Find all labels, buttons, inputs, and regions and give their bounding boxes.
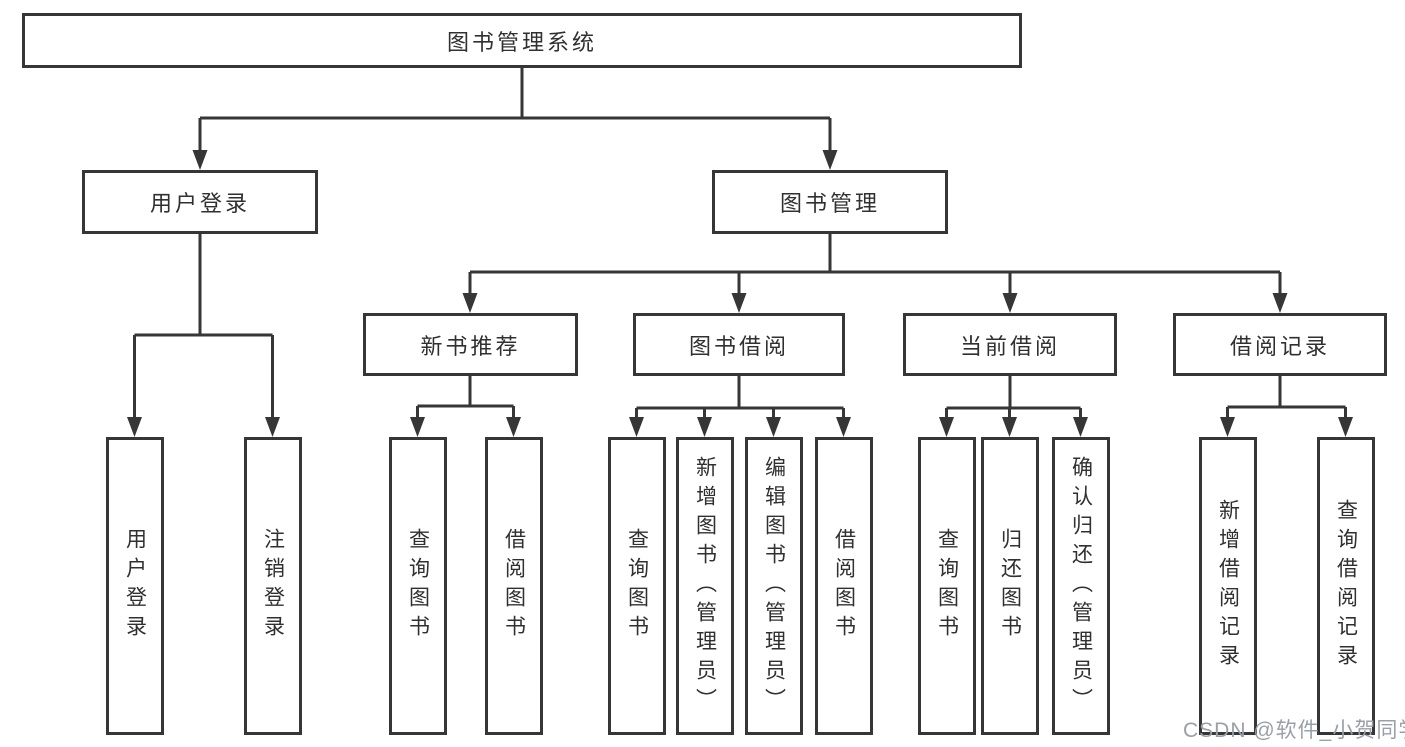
leaf-borrow-books-recommend-label: 借阅图书 <box>502 528 526 644</box>
leaf-query-books-borrow: 查询图书 <box>608 437 666 735</box>
leaf-query-books-current: 查询图书 <box>918 437 976 735</box>
leaf-borrow-books-borrow: 借阅图书 <box>815 437 873 735</box>
leaf-return-book: 归还图书 <box>981 437 1039 735</box>
node-new-book-recommend: 新书推荐 <box>363 313 578 376</box>
connector-new-book-children <box>410 376 521 437</box>
leaf-add-book-admin-label: 新增图书（管理员） <box>693 455 717 717</box>
leaf-borrow-books-recommend: 借阅图书 <box>485 437 543 735</box>
connector-borrow-records-children <box>1220 376 1353 437</box>
leaf-edit-book-admin-label: 编辑图书（管理员） <box>762 455 786 717</box>
leaf-confirm-return-admin: 确认归还（管理员） <box>1052 437 1110 735</box>
leaf-logout-label: 注销登录 <box>261 528 285 644</box>
node-book-borrow-label: 图书借阅 <box>688 333 789 359</box>
leaf-add-borrow-record-label: 新增借阅记录 <box>1216 499 1240 673</box>
node-book-management-label: 图书管理 <box>779 191 880 216</box>
node-borrow-records: 借阅记录 <box>1173 313 1387 376</box>
connector-user-login-children <box>127 234 280 437</box>
node-root: 图书管理系统 <box>22 13 1022 68</box>
leaf-query-books-current-label: 查询图书 <box>935 528 959 644</box>
leaf-query-books-recommend-label: 查询图书 <box>406 528 430 644</box>
node-borrow-records-label: 借阅记录 <box>1229 333 1330 359</box>
node-current-borrow-label: 当前借阅 <box>959 333 1060 359</box>
leaf-query-books-borrow-label: 查询图书 <box>625 528 649 644</box>
leaf-user-login: 用户登录 <box>106 437 164 735</box>
leaf-user-login-label: 用户登录 <box>123 528 147 644</box>
leaf-query-books-recommend: 查询图书 <box>389 437 447 735</box>
leaf-add-borrow-record: 新增借阅记录 <box>1199 437 1257 735</box>
leaf-logout: 注销登录 <box>244 437 302 735</box>
leaf-return-book-label: 归还图书 <box>998 528 1022 644</box>
leaf-query-borrow-record: 查询借阅记录 <box>1317 437 1375 735</box>
node-user-login-label: 用户登录 <box>149 191 250 216</box>
connector-root-to-level2 <box>192 68 838 170</box>
connector-book-borrow-children <box>629 376 851 437</box>
connector-book-management-children <box>462 234 1288 313</box>
csdn-watermark: CSDN @软件_小贺同学 <box>1183 719 1405 742</box>
node-current-borrow: 当前借阅 <box>903 313 1117 376</box>
node-root-label: 图书管理系统 <box>446 29 597 55</box>
connector-current-borrow-children <box>939 376 1088 437</box>
node-new-book-recommend-label: 新书推荐 <box>420 333 521 359</box>
leaf-add-book-admin: 新增图书（管理员） <box>676 437 734 735</box>
node-book-borrow: 图书借阅 <box>633 313 845 376</box>
leaf-query-borrow-record-label: 查询借阅记录 <box>1334 499 1358 673</box>
node-user-login: 用户登录 <box>82 170 318 234</box>
leaf-confirm-return-admin-label: 确认归还（管理员） <box>1069 455 1093 717</box>
node-book-management: 图书管理 <box>712 170 948 234</box>
leaf-edit-book-admin: 编辑图书（管理员） <box>745 437 803 735</box>
leaf-borrow-books-borrow-label: 借阅图书 <box>832 528 856 644</box>
